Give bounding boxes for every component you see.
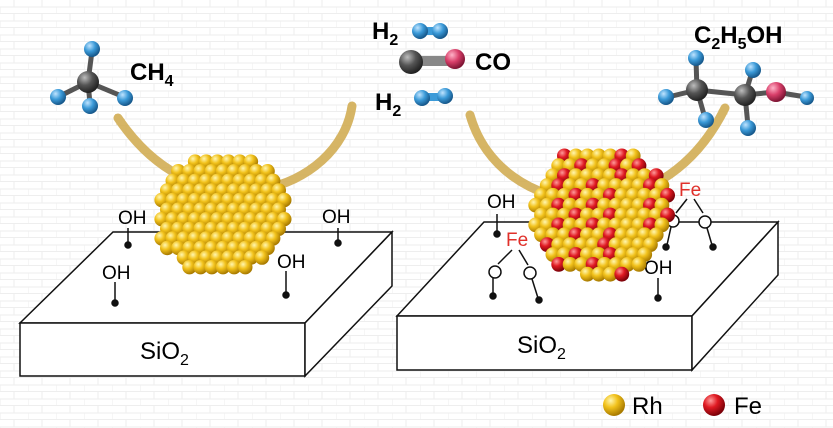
legend: Rh Fe xyxy=(603,393,762,420)
rh-atom xyxy=(215,260,231,275)
co-label: CO xyxy=(475,49,511,76)
rh-atom xyxy=(193,260,208,275)
right-support-label: SiO2 xyxy=(517,332,566,363)
rh-atom xyxy=(562,257,578,272)
right-slab-side xyxy=(691,220,779,372)
co-molecule xyxy=(399,49,465,74)
ethanol-molecule xyxy=(658,50,814,136)
legend-rh-swatch xyxy=(603,394,625,416)
methane-label: CH4 xyxy=(130,59,174,90)
h2-top-label: H2 xyxy=(372,18,398,49)
rh-atom xyxy=(226,260,242,275)
right-oh-1: OH xyxy=(487,192,516,213)
left-oh-1: OH xyxy=(118,208,147,229)
rh-atom xyxy=(254,250,270,265)
rh-atom xyxy=(631,257,647,272)
rh-atom xyxy=(182,260,197,275)
left-slab-front xyxy=(19,322,306,377)
left-oh-4: OH xyxy=(322,207,351,228)
h2-mid-molecule xyxy=(414,88,453,106)
left-slab-side xyxy=(304,230,393,378)
rh-atom xyxy=(160,240,175,256)
ethanol-label: C2H5OH xyxy=(694,22,783,53)
h2-mid-label: H2 xyxy=(375,89,401,120)
left-support-label: SiO2 xyxy=(140,338,189,369)
legend-fe-swatch xyxy=(703,394,725,416)
rh-atom xyxy=(238,260,253,275)
left-oh-2: OH xyxy=(102,263,131,284)
legend-rh-label: Rh xyxy=(632,393,663,420)
fe-atom xyxy=(614,266,630,282)
fe-atom xyxy=(551,257,567,272)
rhfe-nanoparticle xyxy=(528,148,675,282)
rh-atom xyxy=(602,266,618,282)
rh-atom xyxy=(591,266,607,282)
right-slab-front xyxy=(396,315,693,371)
h2-top-molecule xyxy=(412,23,448,39)
fe-site-1-label: Fe xyxy=(506,230,528,251)
right-oh-2: OH xyxy=(644,258,673,279)
left-hydroxyl-groups xyxy=(111,228,342,307)
fe-site-2-label: Fe xyxy=(679,180,701,201)
rh-atom xyxy=(204,260,219,275)
rh-atom xyxy=(580,266,595,282)
rh-nanoparticle xyxy=(154,154,292,275)
legend-fe-label: Fe xyxy=(734,393,762,420)
methane-molecule xyxy=(50,41,133,114)
left-oh-3: OH xyxy=(277,252,306,273)
